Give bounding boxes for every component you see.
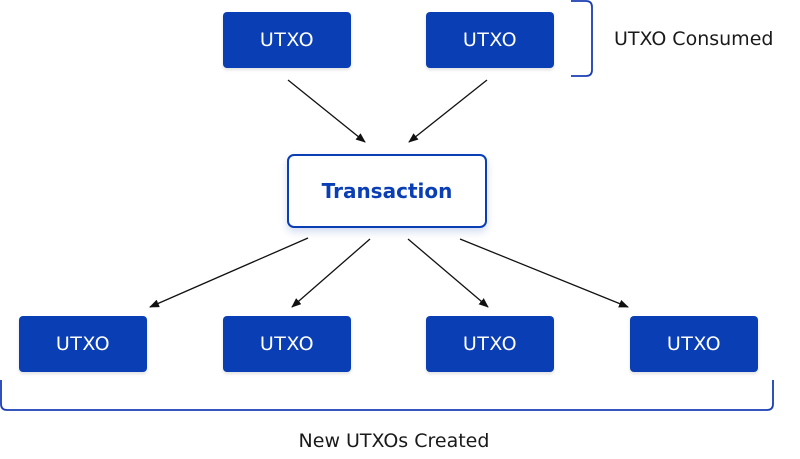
arrow-input-2 — [408, 79, 488, 143]
new-utxos-created-label: New UTXOs Created — [298, 430, 490, 452]
arrow-input-1 — [287, 79, 366, 143]
created-bracket — [0, 380, 774, 411]
utxo-label: UTXO — [666, 333, 722, 355]
input-utxo-2: UTXO — [426, 12, 554, 68]
arrow-output-2 — [291, 238, 371, 308]
utxo-label: UTXO — [55, 333, 111, 355]
output-utxo-3: UTXO — [426, 316, 554, 372]
consumed-bracket — [571, 0, 593, 77]
arrow-output-3 — [407, 238, 489, 308]
output-utxo-1: UTXO — [19, 316, 147, 372]
arrow-output-1 — [149, 237, 309, 308]
transaction-label: Transaction — [321, 179, 453, 203]
utxo-label: UTXO — [259, 29, 315, 51]
input-utxo-1: UTXO — [223, 12, 351, 68]
transaction-node: Transaction — [287, 154, 487, 228]
utxo-label: UTXO — [259, 333, 315, 355]
arrow-output-4 — [459, 238, 629, 308]
utxo-consumed-label: UTXO Consumed — [614, 28, 774, 50]
utxo-label: UTXO — [462, 333, 518, 355]
output-utxo-2: UTXO — [223, 316, 351, 372]
output-utxo-4: UTXO — [630, 316, 758, 372]
utxo-label: UTXO — [462, 29, 518, 51]
